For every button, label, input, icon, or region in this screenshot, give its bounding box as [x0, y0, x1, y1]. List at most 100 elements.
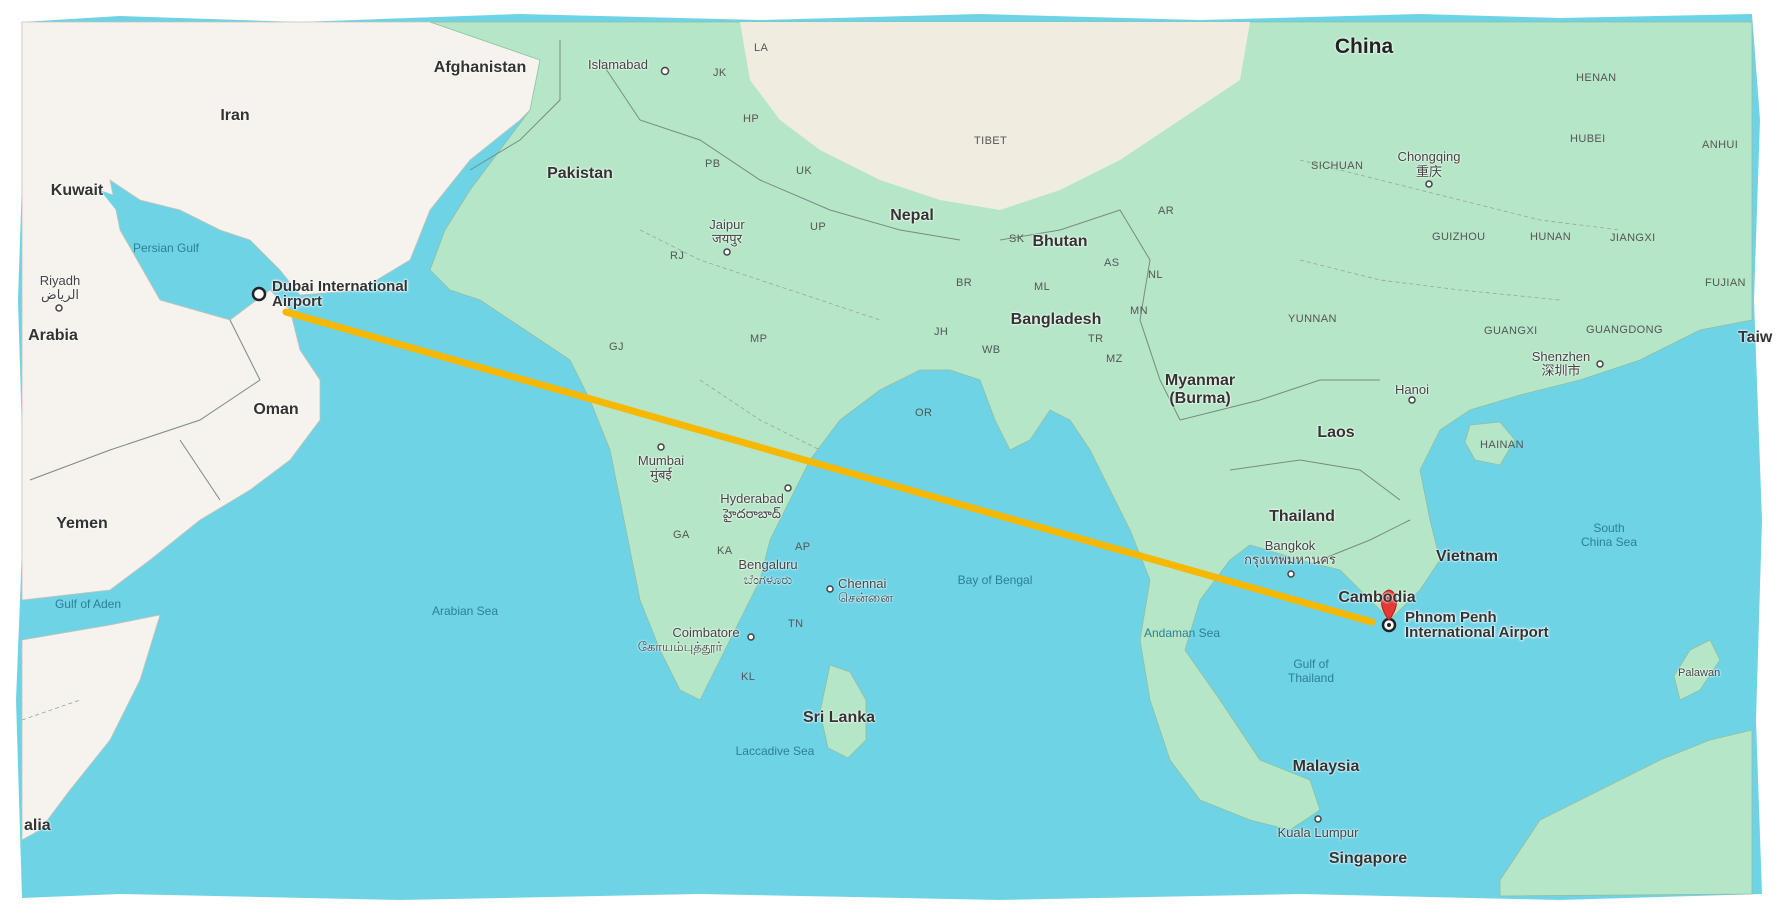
label-region-hubei: HUBEI	[1570, 133, 1606, 145]
label-region-jk: JK	[713, 67, 727, 79]
label-bangkok: Bangkok	[1264, 538, 1316, 553]
label-hyderabad: Hyderabad	[720, 491, 784, 506]
label-region-guangdong: GUANGDONG	[1586, 324, 1663, 336]
destination-pin-icon[interactable]	[1381, 589, 1397, 633]
label-region-hunan: HUNAN	[1530, 231, 1572, 243]
land-sri-lanka	[819, 664, 867, 759]
label-region-rj: RJ	[670, 250, 685, 262]
label-region-tibet: TIBET	[974, 135, 1008, 147]
label-myanmar: Myanmar	[1164, 372, 1236, 389]
label-region-ap: AP	[795, 541, 811, 553]
label-region-la: LA	[754, 42, 769, 54]
label-persian-gulf: Persian Gulf	[132, 241, 200, 255]
label-coimbatore: Coimbatore	[672, 625, 740, 640]
label-palawan: Palawan	[1678, 667, 1721, 679]
label-cambodia: Cambodia	[1338, 589, 1416, 606]
label-jaipur: Jaipur	[709, 217, 745, 232]
label-gulf-of-thailand-2: Thailand	[1287, 671, 1335, 685]
label-laccadive-sea: Laccadive Sea	[735, 744, 815, 758]
label-origin-airport-line1: Dubai International	[272, 278, 408, 295]
label-taiwan-partial: Taiw	[1738, 329, 1773, 346]
label-region-tr: TR	[1088, 333, 1104, 345]
label-region-hainan: HAINAN	[1480, 439, 1524, 451]
label-region-yunnan: YUNNAN	[1288, 313, 1337, 325]
land-horn-of-africa	[21, 614, 161, 841]
label-hanoi: Hanoi	[1395, 382, 1429, 397]
label-mumbai: Mumbai	[637, 453, 685, 468]
label-hyderabad-native: హైదరాబాద్	[723, 506, 781, 521]
label-region-ml: ML	[1034, 281, 1051, 293]
label-shenzhen-native: 深圳市	[1541, 363, 1581, 378]
label-gulf-of-thailand: Gulf of	[1293, 657, 1329, 671]
label-region-as: AS	[1104, 257, 1120, 269]
label-singapore: Singapore	[1328, 850, 1408, 867]
label-region-br: BR	[956, 277, 973, 289]
label-region-ar: AR	[1158, 205, 1175, 217]
water-persian-gulf	[100, 190, 265, 300]
label-sri-lanka: Sri Lanka	[802, 709, 876, 726]
label-gulf-of-aden: Gulf of Aden	[54, 597, 122, 611]
label-coimbatore-native: கோயம்புத்தூர்	[637, 639, 723, 654]
label-chongqing: Chongqing	[1397, 149, 1461, 164]
label-yemen: Yemen	[56, 515, 108, 532]
label-chongqing-native: 重庆	[1415, 164, 1443, 179]
label-region-uk: UK	[796, 165, 813, 177]
label-bangkok-native: กรุงเทพมหานคร	[1244, 552, 1336, 567]
internal-borders	[21, 159, 1621, 721]
label-jaipur-native: जयपुर	[712, 231, 742, 246]
land-philippines	[1673, 639, 1721, 701]
label-bengaluru: Bengaluru	[738, 557, 798, 572]
label-islamabad: Islamabad	[588, 57, 648, 72]
label-malaysia: Malaysia	[1292, 758, 1360, 775]
label-arabian-sea: Arabian Sea	[431, 604, 499, 618]
label-bhutan: Bhutan	[1032, 233, 1088, 250]
label-region-up: UP	[810, 221, 827, 233]
flight-route-line	[282, 308, 1376, 626]
label-region-mz: MZ	[1106, 353, 1123, 365]
label-destination-airport-line1: Phnom Penh	[1405, 609, 1497, 626]
label-region-wb: WB	[982, 344, 1001, 356]
label-region-gj: GJ	[609, 341, 624, 353]
label-andaman-sea: Andaman Sea	[1143, 626, 1221, 640]
water-gulf-of-thailand	[1250, 600, 1330, 700]
origin-marker[interactable]	[251, 286, 267, 302]
label-region-mn: MN	[1130, 305, 1148, 317]
label-kuala-lumpur: Kuala Lumpur	[1277, 825, 1359, 840]
label-region-jiangxi: JIANGXI	[1610, 232, 1656, 244]
label-region-anhui: ANHUI	[1702, 139, 1739, 151]
label-region-or: OR	[915, 407, 933, 419]
label-kuwait: Kuwait	[50, 182, 104, 199]
land-south-asia	[429, 21, 1753, 831]
label-riyadh-native: الرياض	[40, 287, 80, 302]
label-south-china-sea: South	[1593, 521, 1625, 535]
label-region-pb: PB	[705, 158, 721, 170]
label-shenzhen: Shenzhen	[1531, 349, 1591, 364]
label-somalia-partial: alia	[24, 817, 51, 834]
city-dots	[55, 66, 1604, 823]
label-iran: Iran	[220, 107, 250, 124]
land-tibet-plateau	[740, 22, 1250, 210]
label-thailand: Thailand	[1269, 508, 1335, 525]
label-region-sk: SK	[1009, 233, 1025, 245]
label-region-henan: HENAN	[1576, 72, 1617, 84]
label-bay-of-bengal: Bay of Bengal	[957, 573, 1033, 587]
label-arabia: Arabia	[28, 327, 78, 344]
label-chennai: Chennai	[838, 576, 887, 591]
label-region-hp: HP	[743, 113, 760, 125]
label-region-ka: KA	[717, 545, 733, 557]
label-origin-airport-line2: Airport	[272, 293, 322, 310]
label-region-tn: TN	[788, 618, 804, 630]
label-afghanistan: Afghanistan	[433, 59, 527, 76]
land-borneo	[1499, 729, 1753, 897]
label-nepal: Nepal	[890, 207, 934, 224]
label-region-fujian: FUJIAN	[1705, 277, 1746, 289]
label-region-sichuan: SICHUAN	[1311, 160, 1364, 172]
label-pakistan: Pakistan	[547, 165, 613, 182]
label-riyadh: Riyadh	[39, 273, 81, 288]
label-mumbai-native: मुंबई	[650, 467, 672, 482]
label-region-guizhou: GUIZHOU	[1432, 231, 1486, 243]
label-chennai-native: சென்னை	[838, 590, 893, 605]
label-destination-airport-line2: International Airport	[1405, 624, 1549, 641]
label-region-nl: NL	[1148, 269, 1163, 281]
